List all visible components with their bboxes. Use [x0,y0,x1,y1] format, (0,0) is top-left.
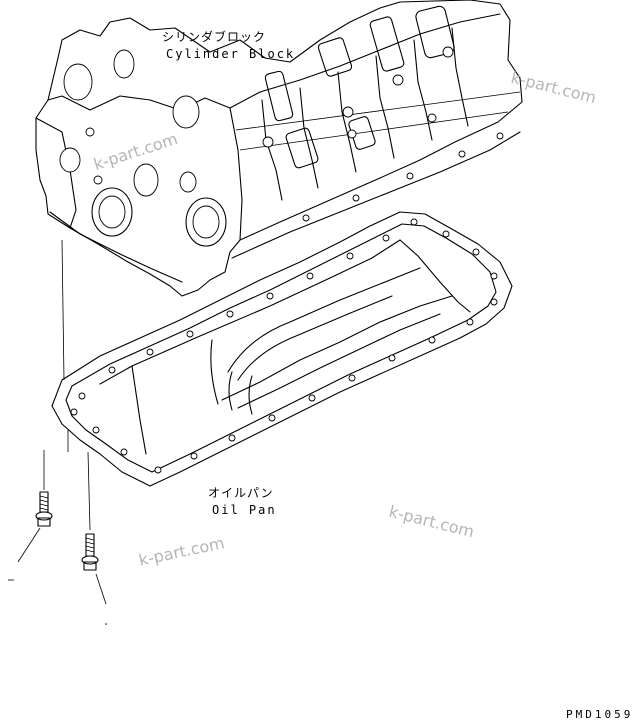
oil-pan-label-jp: オイルパン [208,486,274,500]
drawing-reference-code: PMD1059 [566,708,634,721]
oil-pan-label: Oil Pan [212,503,277,517]
bolt-right [81,533,99,571]
cylinder-block-label-jp: シリンダブロック [162,30,267,44]
oil-pan [51,211,513,487]
cylinder-block-label: Cylinder Block [166,47,296,61]
bolt-left [35,491,53,527]
cylinder-block [35,0,523,297]
bolts [8,239,107,625]
